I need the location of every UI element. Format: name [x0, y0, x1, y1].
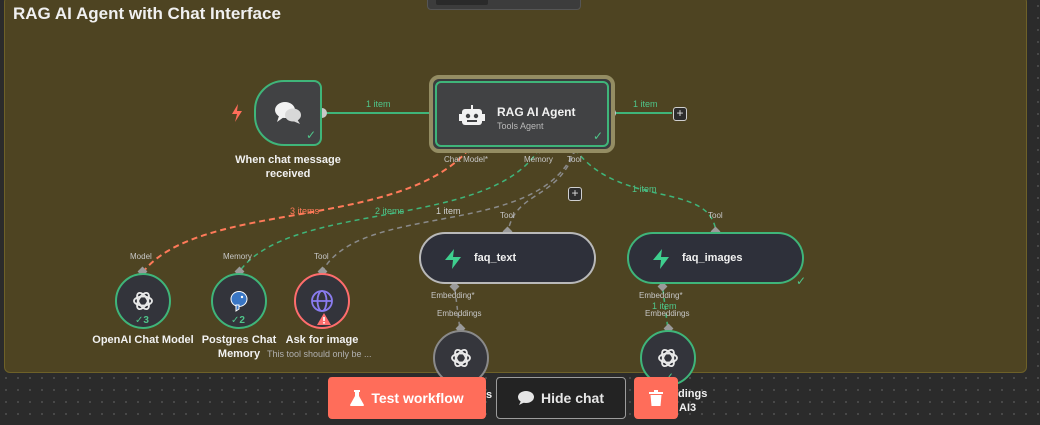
- test-workflow-label: Test workflow: [371, 390, 464, 406]
- faq-text-port-bottom: Embedding*: [431, 291, 475, 300]
- supabase-icon: [445, 249, 461, 269]
- robot-icon: [459, 105, 485, 125]
- openai-icon: [133, 291, 153, 311]
- add-node-button[interactable]: +: [673, 107, 687, 121]
- openai-icon: [658, 348, 678, 368]
- edge-label-agent-out: 1 item: [633, 99, 658, 109]
- faq-images-port-bottom: Embedding*: [639, 291, 683, 300]
- ask-node-name: Ask for image: [285, 334, 359, 346]
- openai-chat-model-node[interactable]: ✓3: [115, 273, 171, 329]
- test-workflow-button[interactable]: Test workflow: [328, 377, 486, 419]
- flask-icon: [350, 390, 365, 406]
- faq-images-port-top: Tool: [708, 211, 723, 220]
- edge-faq-images-emb: [662, 289, 669, 331]
- hide-chat-label: Hide chat: [540, 390, 604, 406]
- embeddings-2-name-line1: dings: [678, 388, 708, 400]
- faq-images-label: faq_images: [682, 252, 743, 264]
- rag-agent-node[interactable]: RAG AI Agent Tools Agent ✓: [429, 75, 615, 153]
- embeddings-1-port-label: Embeddings: [437, 309, 482, 318]
- agent-title: RAG AI Agent: [497, 105, 576, 119]
- hide-chat-button[interactable]: Hide chat: [496, 377, 626, 419]
- edge-ask: [321, 148, 576, 273]
- edge-label-trigger-agent: 1 item: [366, 99, 391, 109]
- edge-openai: [142, 148, 470, 273]
- run-count-badge: ✓3: [135, 315, 149, 326]
- edge-label-openai: 3 items: [290, 206, 320, 216]
- edge-faq-images: [574, 148, 717, 233]
- edge-faq-text-emb: [454, 289, 461, 331]
- agent-subtitle: Tools Agent: [497, 121, 544, 131]
- chat-trigger-node[interactable]: ✓: [254, 80, 322, 146]
- success-check-icon: ✓: [795, 274, 806, 288]
- success-check-icon: ✓: [592, 129, 603, 143]
- supabase-icon: [653, 249, 669, 269]
- edge-postgres: [238, 148, 540, 273]
- edge-label-faq-images: 1 item: [632, 184, 657, 194]
- port-label-tool: Tool: [567, 155, 582, 164]
- ask-for-image-node[interactable]: [294, 273, 350, 329]
- embeddings-2-name-line2: AI3: [679, 402, 697, 414]
- success-check-icon: ✓: [305, 128, 316, 142]
- globe-icon: [311, 290, 333, 312]
- embeddings-2-port-label: Embeddings: [645, 309, 690, 318]
- postgres-node-name: Postgres Chat Memory: [201, 334, 277, 360]
- postgres-port-label: Memory: [223, 252, 252, 261]
- sticky-title: RAG AI Agent with Chat Interface: [13, 4, 281, 23]
- lightning-trigger-icon: [232, 104, 242, 122]
- openai-icon: [451, 348, 471, 368]
- faq-text-port-top: Tool: [500, 211, 515, 220]
- chat-icon: [517, 391, 534, 405]
- edge-label-postgres: 2 items: [375, 206, 405, 216]
- ask-port-label: Tool: [314, 252, 329, 261]
- edge-label-faq-images-emb: 1 item: [652, 301, 677, 311]
- faq-text-label: faq_text: [474, 252, 517, 264]
- postgres-elephant-icon: [230, 291, 248, 312]
- faq-images-node[interactable]: faq_images ✓: [627, 232, 806, 288]
- warning-icon: [317, 313, 331, 325]
- openai-node-name: OpenAI Chat Model: [92, 334, 194, 346]
- edge-label-ask: 1 item: [436, 206, 461, 216]
- add-tool-button[interactable]: +: [568, 187, 582, 201]
- trash-icon: [649, 390, 663, 406]
- embeddings-1-name-partial: s: [486, 389, 493, 401]
- chat-bubbles-icon: [275, 102, 301, 124]
- openai-port-label: Model: [130, 252, 152, 261]
- faq-text-node[interactable]: faq_text: [419, 232, 596, 284]
- port-label-chat-model: Chat Model*: [444, 155, 489, 164]
- run-count-badge: ✓2: [231, 315, 245, 326]
- sticky-note[interactable]: [4, 0, 1027, 373]
- port-label-memory: Memory: [524, 155, 553, 164]
- delete-button[interactable]: [634, 377, 678, 419]
- trigger-node-name: When chat message received: [235, 154, 341, 180]
- top-toolbar: [427, 0, 581, 10]
- ask-node-subtitle: This tool should only be ...: [267, 349, 372, 359]
- postgres-memory-node[interactable]: ✓2: [211, 273, 267, 329]
